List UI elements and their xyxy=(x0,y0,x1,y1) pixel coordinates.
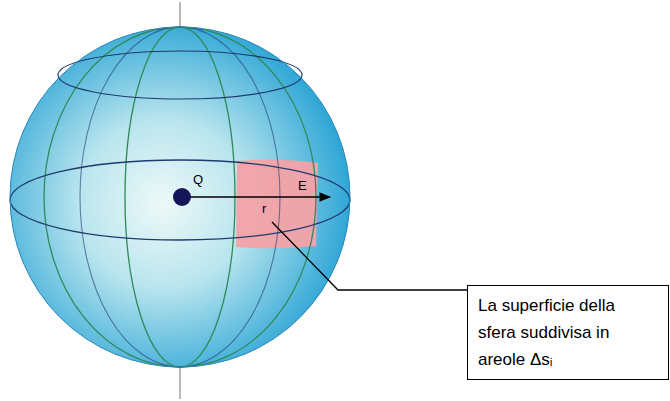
callout-box: La superficie della sfera suddivisa in a… xyxy=(467,285,669,380)
point-charge xyxy=(173,188,191,206)
field-arrow xyxy=(186,196,330,197)
symbol-label: r xyxy=(262,201,266,216)
equator xyxy=(10,160,350,240)
symbol-label: Q xyxy=(193,172,203,187)
sphere-outline xyxy=(10,27,350,367)
sphere xyxy=(10,27,350,367)
parallel xyxy=(58,51,302,99)
leader-line xyxy=(272,222,467,290)
callout-text: La superficie della sfera suddivisa in a… xyxy=(478,292,650,373)
symbol-label: E xyxy=(298,178,307,193)
